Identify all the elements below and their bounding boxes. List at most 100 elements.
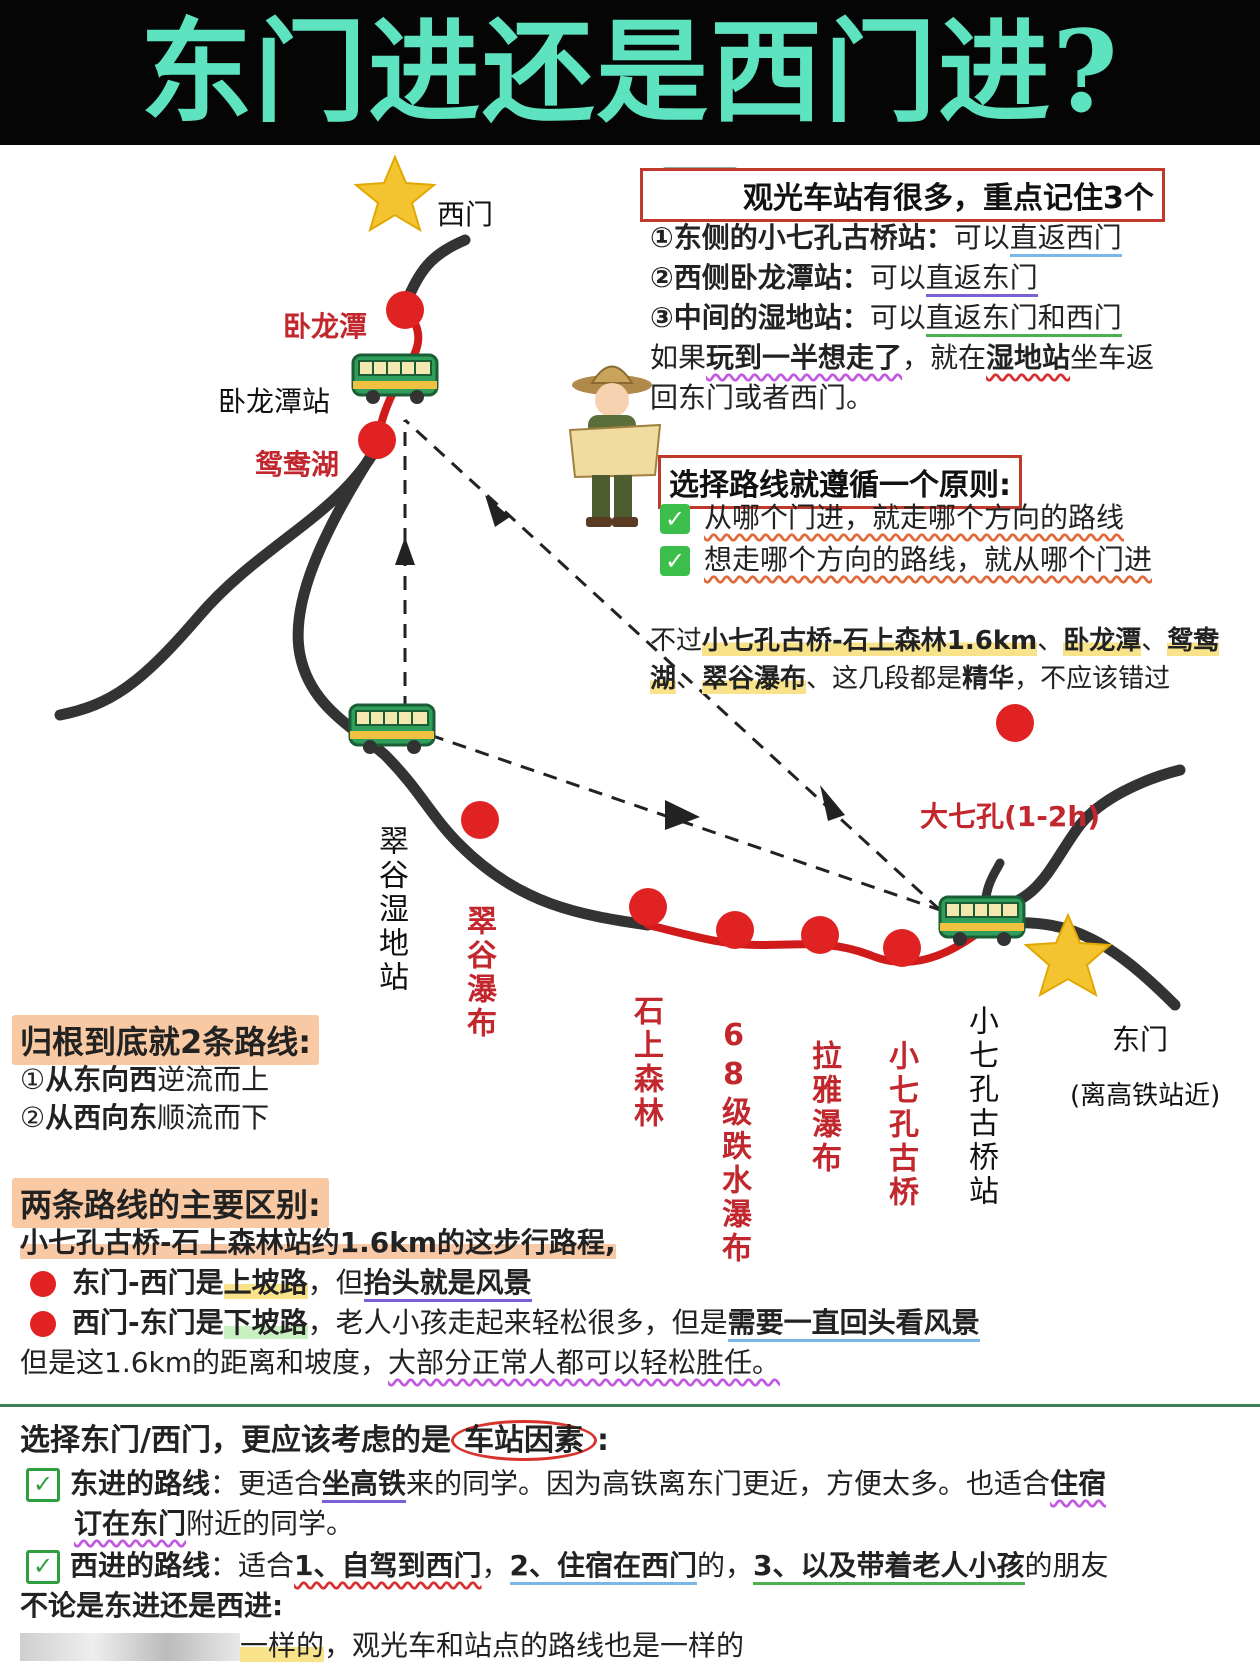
choose-last-b: ，观光车和站点的路线也是一样的 bbox=[324, 1629, 745, 1662]
choose-east-g: 附近的同学。 bbox=[186, 1507, 355, 1540]
choose-title-a: 选择东门/西门，更应该考虑的是 bbox=[20, 1423, 451, 1458]
hn-l1-f: 鸳鸯 bbox=[1167, 626, 1220, 656]
bus-line4-e: 坐车返 bbox=[1070, 341, 1155, 374]
choose-west-d: ， bbox=[481, 1549, 510, 1582]
header-banner: 东门进还是西门进? bbox=[0, 0, 1260, 145]
choose-last-a: 一样的 bbox=[240, 1629, 325, 1662]
bus-icon-bridge bbox=[938, 895, 1026, 948]
arrow-head-nw bbox=[485, 495, 510, 527]
dot-wolongtan bbox=[386, 291, 424, 329]
choose-east-line-1: ✓东进的路线：更适合坐高铁来的同学。因为高铁离东门更近，方便太多。也适合住宿 bbox=[26, 1466, 1107, 1503]
choose-title-b: 车站因素 bbox=[450, 1420, 597, 1461]
diff-line4-b: 大部分正常人都可以轻松胜任。 bbox=[388, 1346, 781, 1379]
diff-p2-a: 西门-东门是 bbox=[72, 1306, 224, 1339]
principle-rule-2: ✓ 想走哪个方向的路线，就从哪个门进 bbox=[660, 542, 1152, 577]
diff-p2-d: 需要一直回头看风景 bbox=[727, 1306, 980, 1342]
arrow-head-up bbox=[395, 537, 415, 565]
diff-p2-b: 下坡路 bbox=[223, 1306, 308, 1339]
path-east-lower bbox=[1004, 917, 1181, 1011]
choose-east-e: 住宿 bbox=[1050, 1467, 1107, 1500]
label-xiaoqikong-bridge: 小七孔古桥 bbox=[883, 1040, 918, 1210]
hn-l1-b: 小七孔古桥-石上森林1.6km bbox=[702, 626, 1038, 656]
bus-icon-wetland bbox=[348, 703, 436, 756]
check-icon: ✓ bbox=[660, 546, 690, 576]
principle-rule-1-text: 从哪个门进，就走哪个方向的路线 bbox=[704, 501, 1125, 534]
choose-west-line: ✓西进的路线：适合1、自驾到西门，2、住宿在西门的，3、以及带着老人小孩的朋友 bbox=[26, 1548, 1109, 1585]
principle-rule-2-text: 想走哪个方向的路线，就从哪个门进 bbox=[704, 543, 1153, 576]
label-east-gate: 东门 bbox=[1112, 1023, 1169, 1056]
principle-title: 选择路线就遵循一个原则: bbox=[658, 455, 1022, 509]
bus-line3-b: 可以 bbox=[869, 301, 926, 334]
hn-l2-a: 湖 bbox=[650, 664, 677, 694]
diff-p2-c: ，老人小孩走起来轻松很多，但是 bbox=[307, 1306, 728, 1339]
label-laya-falls: 拉雅瀑布 bbox=[806, 1040, 841, 1176]
hn-l1-d: 卧龙潭 bbox=[1063, 626, 1142, 656]
bus-line1-a: ①东侧的小七孔古桥站： bbox=[650, 221, 954, 254]
dot-falls68 bbox=[716, 911, 754, 949]
bus-line4-c: ，就在 bbox=[902, 341, 987, 374]
choose-east-f: 订在东门 bbox=[74, 1507, 187, 1540]
star-icon-east bbox=[1023, 912, 1113, 998]
choose-east-d: 来的同学。因为高铁离东门更近，方便太多。也适合 bbox=[406, 1467, 1051, 1500]
choose-west-h: 的朋友 bbox=[1024, 1549, 1109, 1582]
hn-l2-e: 精华 bbox=[962, 664, 1015, 694]
choose-either: 不论是东进还是西进: bbox=[20, 1589, 284, 1622]
label-wolongtan: 卧龙潭 bbox=[283, 310, 368, 343]
choose-west-b: ：适合 bbox=[210, 1549, 295, 1582]
bus-info-title: 观光车站有很多，重点记住3个 bbox=[640, 168, 1165, 222]
hn-l2-b: 、 bbox=[676, 664, 703, 694]
bus-line4-b: 玩到一半想走了 bbox=[706, 341, 903, 374]
choose-east-line-2: 订在东门附近的同学。 bbox=[74, 1506, 354, 1541]
hn-l1-a: 不过 bbox=[650, 626, 703, 656]
diff-p1-a: 东门-西门是 bbox=[72, 1266, 224, 1299]
label-west-gate: 西门 bbox=[437, 198, 494, 231]
arrow-head-east bbox=[665, 800, 700, 830]
dot-cuigu-falls bbox=[461, 801, 499, 839]
choose-last-line: 一样的，观光车和站点的路线也是一样的 bbox=[20, 1628, 744, 1663]
diff-p1-d: 抬头就是风景 bbox=[363, 1266, 532, 1302]
red-dot-icon bbox=[30, 1271, 56, 1297]
choose-east-c: 坐高铁 bbox=[322, 1467, 407, 1503]
hn-l1-e: 、 bbox=[1141, 626, 1168, 656]
path-west-main bbox=[292, 439, 466, 851]
tr-r1-a: ① bbox=[20, 1063, 46, 1096]
path-middle bbox=[454, 839, 654, 931]
difference-line-1: 小七孔古桥-石上森林站约1.6km的这步行路程, bbox=[20, 1225, 616, 1260]
path-east-branch bbox=[979, 764, 1186, 916]
label-daqikong: 大七孔(1-2h) bbox=[920, 800, 1101, 833]
bus-line3-a: ③中间的湿地站： bbox=[650, 301, 870, 334]
page-title: 东门进还是西门进? bbox=[140, 6, 1120, 138]
diff-line4-a: 但是这1.6km的距离和坡度， bbox=[20, 1346, 389, 1379]
dot-shishang bbox=[629, 888, 667, 926]
bus-line2-a: ②西侧卧龙潭站： bbox=[650, 261, 870, 294]
label-east-gate-note: (离高铁站近) bbox=[1070, 1081, 1221, 1111]
route-map bbox=[54, 154, 1186, 1011]
path-west-branch bbox=[54, 439, 384, 721]
bus-line4-d: 湿地站 bbox=[986, 341, 1071, 374]
highlight-note-line-1: 不过小七孔古桥-石上森林1.6km、卧龙潭、鸳鸯 bbox=[650, 625, 1220, 658]
difference-line-4: 但是这1.6km的距离和坡度，大部分正常人都可以轻松胜任。 bbox=[20, 1345, 780, 1380]
bus-info-line-5: 回东门或者西门。 bbox=[650, 381, 875, 414]
difference-point-1: 东门-西门是上坡路，但抬头就是风景 bbox=[20, 1265, 532, 1302]
bus-info-line-3: ③中间的湿地站：可以直返东门和西门 bbox=[650, 300, 1122, 337]
difference-title: 两条路线的主要区别: bbox=[12, 1178, 329, 1228]
tr-r2-c: 顺流而下 bbox=[157, 1101, 270, 1134]
bus-info-line-1: ①东侧的小七孔古桥站：可以直返西门 bbox=[650, 220, 1122, 257]
diff-line1: 小七孔古桥-石上森林站约1.6km的这步行路程, bbox=[20, 1226, 616, 1259]
check-icon: ✓ bbox=[660, 504, 690, 534]
bus-info-title-text: 观光车站有很多，重点记住3个 bbox=[743, 181, 1154, 216]
choose-west-e: 2、住宿在西门 bbox=[509, 1549, 698, 1585]
bus-info-line-2: ②西侧卧龙潭站：可以直返东门 bbox=[650, 260, 1038, 297]
bus-line1-c: 直返西门 bbox=[1009, 221, 1122, 257]
dot-yuanyang bbox=[358, 421, 396, 459]
two-routes-r1: ①从东向西逆流而上 bbox=[20, 1062, 269, 1097]
label-falls-68: 68级跌水瀑布 bbox=[716, 1018, 751, 1266]
choose-west-f: 的， bbox=[697, 1549, 754, 1582]
check-icon: ✓ bbox=[26, 1468, 60, 1502]
choose-east-a: 东进的路线 bbox=[70, 1467, 211, 1500]
choose-west-a: 西进的路线 bbox=[70, 1549, 211, 1582]
bus-line2-c: 直返东门 bbox=[925, 261, 1038, 297]
hn-l2-c: 翠谷瀑布 bbox=[702, 664, 807, 694]
red-dot-icon bbox=[30, 1311, 56, 1337]
star-icon-west bbox=[353, 154, 437, 233]
